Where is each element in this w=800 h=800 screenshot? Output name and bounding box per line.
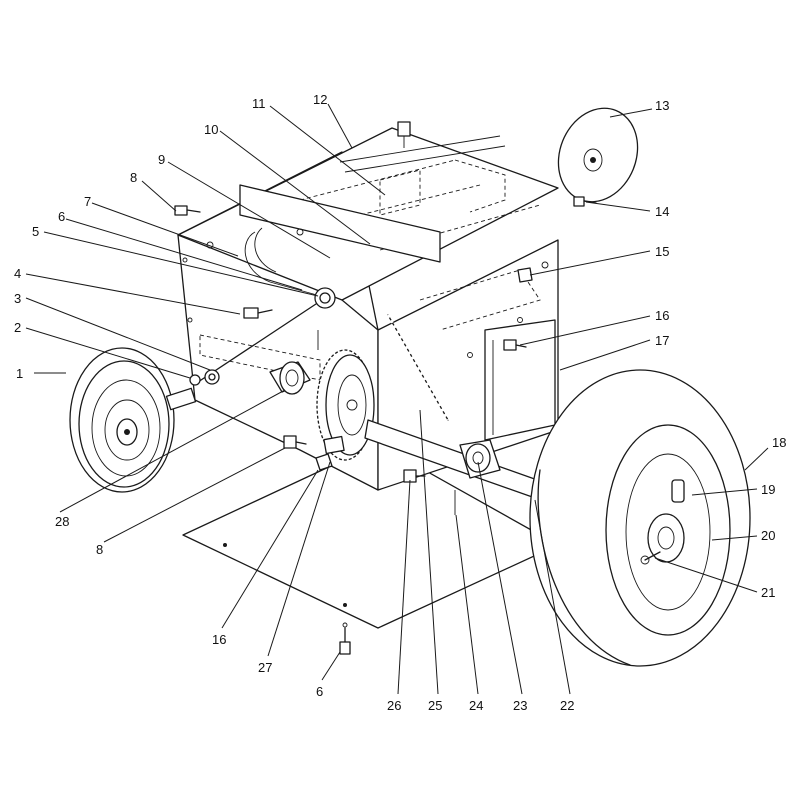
callout-18: 18	[772, 435, 786, 450]
callout-16: 16	[655, 308, 669, 323]
pulley-shaft-parts	[189, 287, 336, 386]
callout-11: 11	[252, 96, 266, 111]
callout-26: 26	[387, 698, 401, 713]
callout-23: 23	[513, 698, 527, 713]
impeller-disk	[557, 107, 639, 203]
top-knob	[397, 121, 411, 148]
callout-21: 21	[761, 585, 775, 600]
callout-17: 17	[655, 333, 669, 348]
drive-gear	[316, 349, 375, 461]
callout-24: 24	[469, 698, 483, 713]
callout-1: 1	[16, 366, 23, 381]
callout-15: 15	[655, 244, 669, 259]
callout-6-lower: 6	[316, 684, 323, 699]
callout-labels: 1 2 3 4 5 6 7 8 9 10 11 12 13 14 15 16 1…	[14, 92, 786, 713]
left-pulley-wheel	[69, 347, 197, 493]
callout-8-lower: 8	[96, 542, 103, 557]
leader-lines	[25, 103, 769, 695]
callout-22: 22	[560, 698, 574, 713]
callout-3: 3	[14, 291, 21, 306]
callout-25: 25	[428, 698, 442, 713]
fasteners	[174, 196, 597, 655]
callout-10: 10	[204, 122, 218, 137]
callout-14: 14	[655, 204, 669, 219]
callout-5: 5	[32, 224, 39, 239]
callout-2: 2	[14, 320, 21, 335]
right-tire-wheel	[529, 369, 751, 667]
callout-20: 20	[761, 528, 775, 543]
callout-8: 8	[130, 170, 137, 185]
bearing-flange	[269, 361, 311, 395]
callout-16-lower: 16	[212, 632, 226, 647]
drive-belt	[386, 314, 450, 421]
callout-9: 9	[158, 152, 165, 167]
callout-13: 13	[655, 98, 669, 113]
callout-6: 6	[58, 209, 65, 224]
callout-4: 4	[14, 266, 21, 281]
callout-27: 27	[258, 660, 272, 675]
callout-28: 28	[55, 514, 69, 529]
callout-12: 12	[313, 92, 327, 107]
callout-7: 7	[84, 194, 91, 209]
callout-19: 19	[761, 482, 775, 497]
